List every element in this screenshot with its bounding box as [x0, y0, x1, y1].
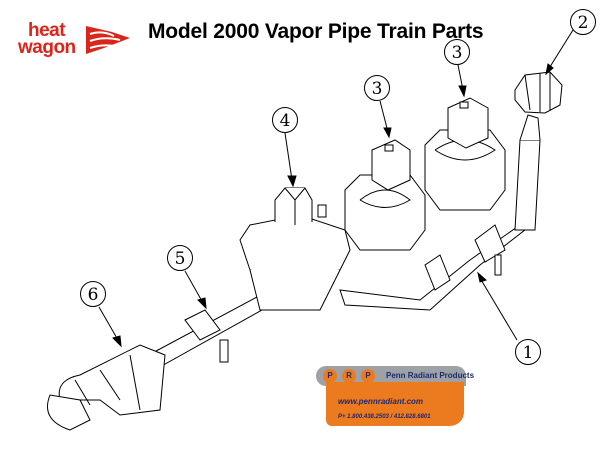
heat-wagon-logo: heat wagon	[18, 20, 133, 62]
part-3-valve-right	[424, 97, 506, 211]
callout-1: 1	[515, 339, 541, 365]
logo-text-heat: heat	[28, 20, 66, 41]
company-name: Penn Radiant Products	[386, 371, 475, 380]
part-3-valve-left	[344, 139, 426, 251]
badge-body	[326, 382, 464, 426]
part-2-vent-cap	[514, 71, 563, 114]
initial-p2: P	[361, 369, 375, 383]
part-4-regulator	[239, 187, 351, 311]
part-6-inlet-fitting	[47, 344, 166, 431]
initial-p: P	[323, 369, 337, 383]
logo-text-wagon: wagon	[18, 37, 76, 58]
page-title: Model 2000 Vapor Pipe Train Parts	[148, 20, 484, 43]
callout-5: 5	[167, 245, 193, 271]
callout-4: 4	[272, 107, 298, 133]
part-1-pipe-union	[424, 224, 506, 291]
callout-2: 2	[570, 9, 596, 35]
callout-3-left: 3	[364, 75, 390, 101]
flame-flag-icon	[86, 26, 130, 54]
company-phone: P+ 1.800.438.2503 / 412.828.6801	[338, 414, 431, 420]
part-5-fitting	[184, 309, 229, 363]
penn-radiant-badge: P R P Penn Radiant Products www.pennradi…	[316, 366, 474, 426]
callout-arrows	[98, 29, 574, 348]
callout-6: 6	[80, 281, 106, 307]
initial-r: R	[342, 369, 356, 383]
callout-3-right: 3	[444, 39, 470, 65]
company-website: www.pennradiant.com	[338, 397, 424, 406]
